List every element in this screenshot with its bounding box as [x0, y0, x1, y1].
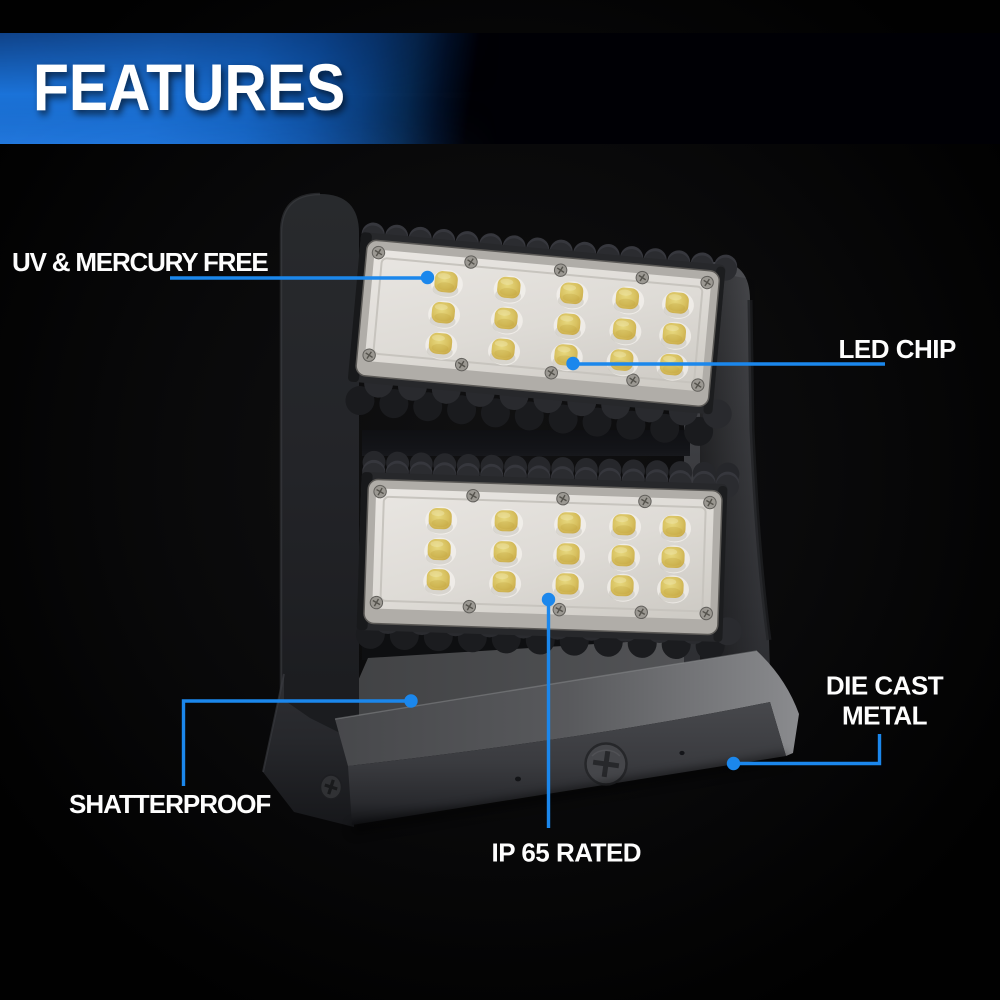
svg-text:DIE CAST: DIE CAST	[826, 671, 944, 701]
svg-text:IP 65 RATED: IP 65 RATED	[492, 838, 642, 868]
svg-text:UV & MERCURY FREE: UV & MERCURY FREE	[12, 247, 268, 277]
svg-text:METAL: METAL	[842, 701, 928, 731]
svg-text:LED CHIP: LED CHIP	[839, 334, 957, 364]
svg-text:SHATTERPROOF: SHATTERPROOF	[69, 789, 270, 819]
svg-text:FEATURES: FEATURES	[33, 51, 345, 125]
